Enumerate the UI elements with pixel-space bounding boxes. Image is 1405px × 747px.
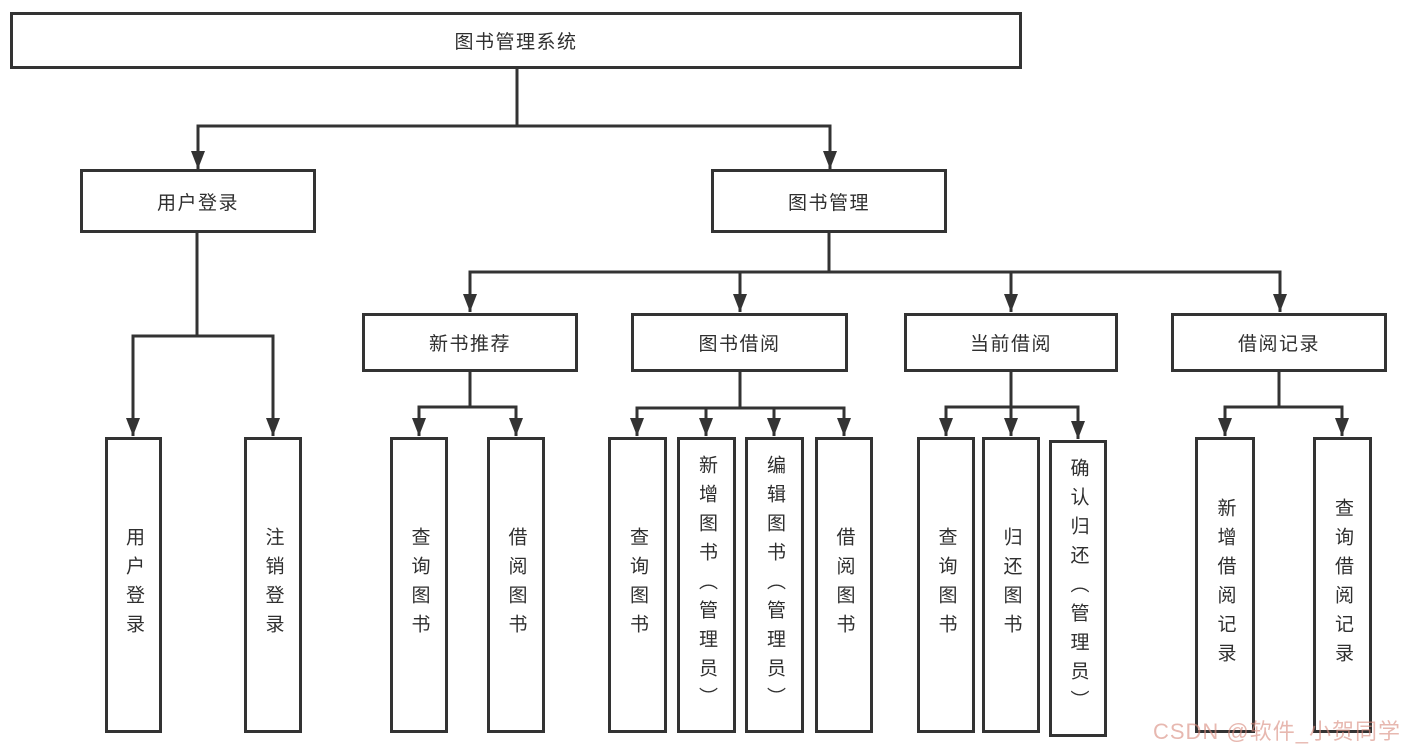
- leaf-borrow-query-book: 查询图书: [608, 437, 667, 733]
- leaf-newbook-borrow-book: 借阅图书: [487, 437, 545, 733]
- leaf-borrow-query-book-label: 查询图书: [627, 527, 648, 643]
- connector-current-borrow-children: [939, 370, 1085, 439]
- connector-borrow-records-children: [1218, 370, 1349, 436]
- watermark: CSDN @软件_小贺同学: [1152, 719, 1401, 744]
- node-book-management: 图书管理: [711, 169, 947, 233]
- leaf-newbook-borrow-book-label: 借阅图书: [505, 527, 527, 643]
- leaf-borrow-edit-book-admin-label: 编辑图书（管理员）: [764, 454, 785, 716]
- leaf-borrow-borrow-book: 借阅图书: [815, 437, 873, 733]
- node-user-login-label: 用户登录: [156, 192, 239, 214]
- node-current-borrow: 当前借阅: [904, 313, 1118, 372]
- leaf-record-add-borrow-record-label: 新增借阅记录: [1214, 498, 1236, 672]
- node-new-book-recommend: 新书推荐: [362, 313, 578, 372]
- leaf-current-query-book: 查询图书: [917, 437, 975, 733]
- connector-new-book-children: [412, 370, 523, 436]
- leaf-newbook-query-book-label: 查询图书: [408, 527, 430, 643]
- leaf-user-login: 用户登录: [105, 437, 162, 733]
- node-book-borrow: 图书借阅: [631, 313, 848, 372]
- node-user-login: 用户登录: [80, 169, 316, 233]
- connector-root-to-level2: [191, 68, 837, 169]
- leaf-current-query-book-label: 查询图书: [935, 527, 957, 643]
- node-root: 图书管理系统: [10, 12, 1022, 69]
- leaf-borrow-borrow-book-label: 借阅图书: [833, 527, 855, 643]
- leaf-logout: 注销登录: [244, 437, 302, 733]
- node-book-borrow-label: 图书借阅: [698, 334, 781, 355]
- connector-book-management-children: [463, 231, 1287, 312]
- node-book-management-label: 图书管理: [787, 192, 870, 214]
- node-current-borrow-label: 当前借阅: [969, 334, 1052, 355]
- connector-user-login-children: [126, 231, 280, 436]
- leaf-record-query-borrow-record-label: 查询借阅记录: [1332, 498, 1353, 672]
- leaf-borrow-edit-book-admin: 编辑图书（管理员）: [745, 437, 804, 733]
- node-borrow-records: 借阅记录: [1171, 313, 1387, 372]
- node-new-book-recommend-label: 新书推荐: [428, 334, 511, 355]
- leaf-borrow-add-book-admin-label: 新增图书（管理员）: [696, 454, 717, 716]
- leaf-record-add-borrow-record: 新增借阅记录: [1195, 437, 1255, 733]
- leaf-record-query-borrow-record: 查询借阅记录: [1313, 437, 1372, 733]
- leaf-user-login-label: 用户登录: [123, 527, 144, 643]
- leaf-current-confirm-return-admin-label: 确认归还（管理员）: [1067, 458, 1089, 719]
- leaf-current-confirm-return-admin: 确认归还（管理员）: [1049, 440, 1107, 737]
- leaf-current-return-book: 归还图书: [982, 437, 1040, 733]
- leaf-newbook-query-book: 查询图书: [390, 437, 448, 733]
- node-root-label: 图书管理系统: [454, 32, 578, 53]
- leaf-borrow-add-book-admin: 新增图书（管理员）: [677, 437, 736, 733]
- leaf-current-return-book-label: 归还图书: [1000, 527, 1022, 643]
- node-borrow-records-label: 借阅记录: [1237, 334, 1320, 355]
- leaf-logout-label: 注销登录: [262, 527, 284, 643]
- connector-book-borrow-children: [630, 370, 851, 436]
